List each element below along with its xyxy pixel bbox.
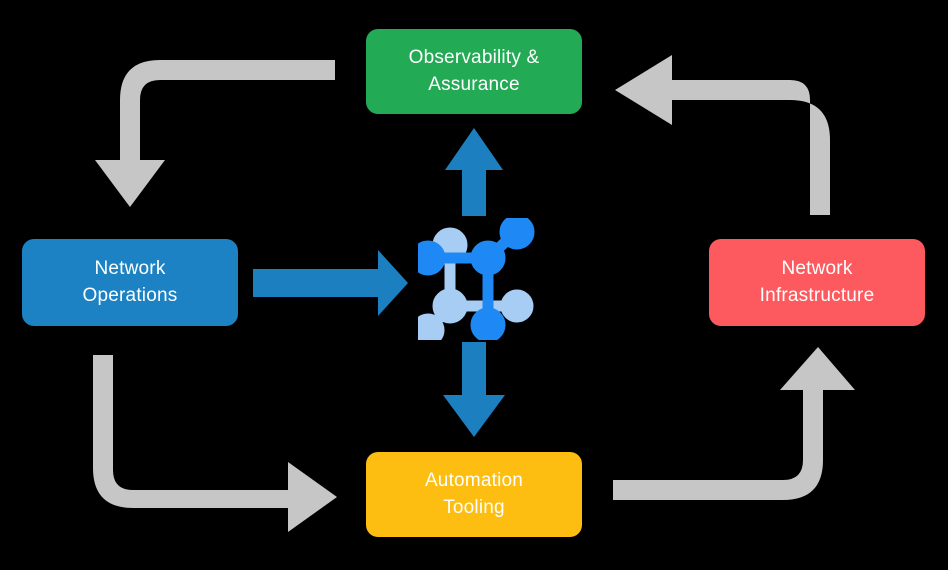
connector-observability-to-operations [95, 60, 335, 207]
node-network-operations[interactable]: Network Operations [22, 239, 238, 326]
connector-operations-to-automation [93, 355, 337, 532]
connector-infrastructure-to-observability [615, 55, 830, 215]
network-topology-icon [410, 214, 540, 347]
node-automation-tooling[interactable]: Automation Tooling [366, 452, 582, 537]
connector-center-to-observability [445, 128, 503, 216]
connector-automation-to-infrastructure [613, 347, 855, 500]
node-observability-assurance[interactable]: Observability & Assurance [366, 29, 582, 114]
network-topology-icon-svg [410, 214, 535, 347]
connector-operations-to-center [253, 250, 408, 316]
node-network-infrastructure[interactable]: Network Infrastructure [709, 239, 925, 326]
connector-center-to-automation [443, 342, 505, 437]
